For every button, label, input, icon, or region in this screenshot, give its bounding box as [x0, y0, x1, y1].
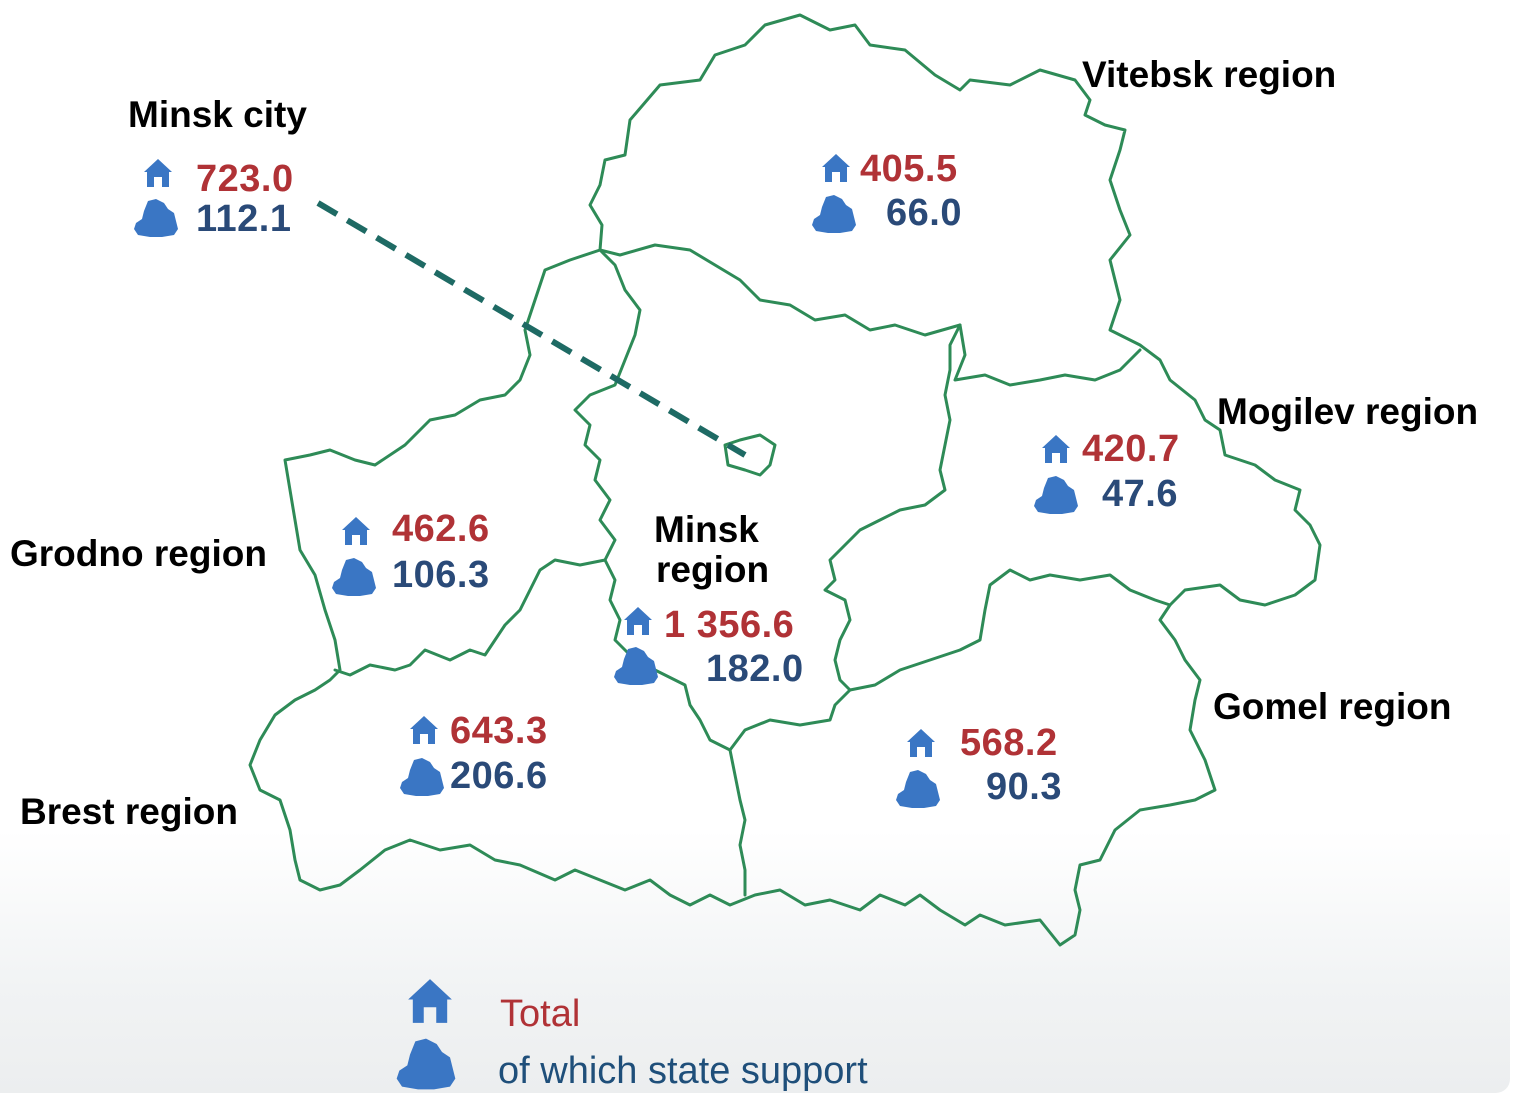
mogilev-support: 47.6 — [1102, 473, 1178, 515]
legend-total-label: Total — [500, 993, 581, 1035]
house-icon — [1042, 435, 1070, 463]
belarus-silhouette-icon — [896, 770, 940, 808]
house-icon — [144, 159, 172, 187]
gomel-total: 568.2 — [960, 722, 1058, 764]
mogilev-total: 420.7 — [1082, 428, 1180, 470]
belarus-silhouette-icon — [812, 195, 856, 233]
belarus-silhouette-icon — [400, 758, 444, 796]
gomel-west-border — [728, 688, 852, 752]
belarus-silhouette-icon — [332, 558, 376, 596]
region-name-gomel: Gomel region — [1213, 686, 1452, 727]
belarus-silhouette-icon — [134, 199, 178, 237]
background-panel — [0, 830, 1510, 1093]
brest-border — [603, 558, 747, 897]
house-icon — [342, 517, 370, 545]
vitebsk-total: 405.5 — [860, 148, 958, 190]
minsk-city-outline — [723, 433, 777, 477]
minsk-city-connector — [316, 200, 747, 458]
vitebsk-support: 66.0 — [886, 192, 962, 234]
region-name-minsk-city: Minsk city — [128, 94, 307, 135]
region-name-minsk-region-line1: Minsk — [654, 509, 759, 550]
gomel-support: 90.3 — [986, 766, 1062, 808]
region-name-brest: Brest region — [20, 791, 238, 832]
minsk-region-total: 1 356.6 — [664, 604, 795, 646]
minsk-city-total: 723.0 — [196, 158, 294, 200]
house-icon — [410, 716, 438, 744]
region-name-vitebsk: Vitebsk region — [1082, 54, 1337, 95]
gomel-border — [848, 568, 1172, 692]
brest-total: 643.3 — [450, 710, 548, 752]
minsk-region-support: 182.0 — [706, 648, 804, 690]
brest-support: 206.6 — [450, 755, 548, 797]
region-name-grodno: Grodno region — [10, 533, 267, 574]
legend-support-label: of which state support — [498, 1050, 868, 1092]
belarus-silhouette-icon — [614, 647, 658, 685]
region-name-mogilev: Mogilev region — [1217, 391, 1479, 432]
mogilev-border — [823, 323, 962, 692]
grodno-support: 106.3 — [392, 554, 490, 596]
region-name-minsk-region-line2: region — [656, 549, 770, 590]
grodno-total: 462.6 — [392, 508, 490, 550]
house-icon — [907, 729, 935, 757]
country-outline — [248, 13, 1322, 947]
house-icon — [624, 607, 652, 635]
belarus-silhouette-icon — [396, 1038, 456, 1090]
minsk-city-support: 112.1 — [196, 198, 292, 240]
house-icon — [822, 154, 850, 182]
house-icon — [408, 979, 452, 1023]
vitebsk-border — [598, 243, 1142, 387]
belarus-silhouette-icon — [1034, 476, 1078, 514]
